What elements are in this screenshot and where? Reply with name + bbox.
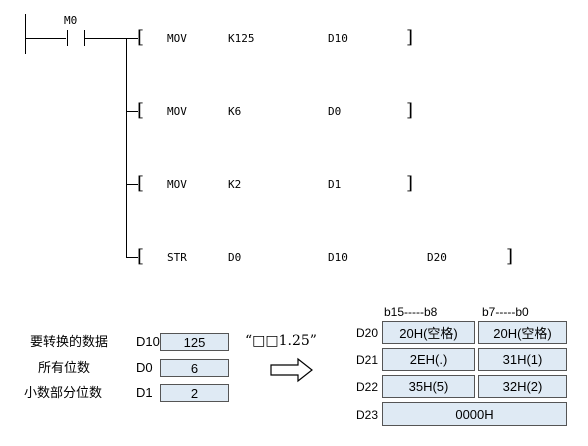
table-cell: 0000H [382,402,567,426]
input-label: 所有位数 [38,360,91,375]
value-box: 125 [160,333,229,351]
branch-bus [126,38,127,257]
row-register: D21 [356,353,379,367]
value-text: 2 [190,385,199,401]
register-name: D10 [136,334,160,349]
branch-wire [126,184,138,185]
table-cell: 31H(1) [478,348,567,371]
branch-wire [126,111,138,112]
cell-text: 31H(1) [502,352,543,367]
contact-label: M0 [64,14,78,27]
cell-text: 0000H [455,406,494,422]
bracket-close: ] [406,100,414,121]
input-label: 要转换的数据 [30,334,109,349]
instruction-dst: D1 [328,178,342,191]
table-cell: 32H(2) [478,375,567,398]
bracket-open: [ [137,100,145,121]
instruction-op: STR [167,251,187,264]
table-cell: 20H(空格) [382,321,475,344]
column-header: b15-----b8 [384,305,438,319]
branch-wire [126,38,138,39]
instruction-src: K125 [228,32,255,45]
table-cell: 35H(5) [382,375,475,398]
table-cell: 2EH(.) [382,348,475,371]
value-box: 2 [160,384,229,402]
power-rail [25,14,26,54]
cell-text: 32H(2) [502,379,543,394]
cell-text: 20H(空格) [399,326,458,341]
register-name: D0 [136,360,153,375]
instruction-extra: D20 [427,251,447,264]
instruction-op: MOV [167,178,187,191]
row-register: D20 [356,326,379,340]
column-header: b7-----b0 [482,305,529,319]
contact-left-bar [67,30,68,46]
right-arrow-icon [270,357,313,383]
instruction-op: MOV [167,105,187,118]
instruction-dst: D0 [328,105,342,118]
instruction-op: MOV [167,32,187,45]
bracket-close: ] [406,27,414,48]
branch-wire [126,257,138,258]
instruction-src: D0 [228,251,242,264]
register-name: D1 [136,385,153,400]
row-register: D23 [356,408,379,422]
bracket-open: [ [137,27,145,48]
input-label: 小数部分位数 [24,385,103,400]
rung-wire [84,38,126,39]
bracket-open: [ [137,246,145,267]
table-cell: 20H(空格) [478,321,567,344]
result-string: “□□1.25” [245,333,317,349]
value-text: 125 [183,334,206,350]
row-register: D22 [356,380,379,394]
value-text: 6 [190,360,199,376]
instruction-src: K6 [228,105,242,118]
bracket-close: ] [406,173,414,194]
instruction-dst: D10 [328,32,348,45]
cell-text: 2EH(.) [409,352,448,367]
value-box: 6 [160,359,229,377]
cell-text: 20H(空格) [493,326,552,341]
rung-wire [25,38,66,39]
instruction-dst: D10 [328,251,348,264]
bracket-close: ] [506,246,514,267]
cell-text: 35H(5) [408,379,449,394]
bracket-open: [ [137,173,145,194]
instruction-src: K2 [228,178,242,191]
